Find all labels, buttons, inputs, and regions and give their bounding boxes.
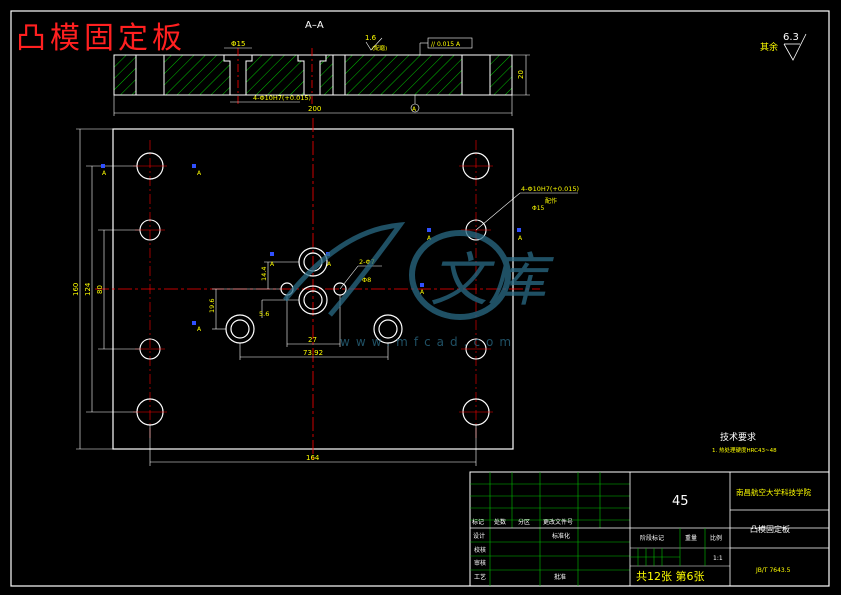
watermark-swoosh xyxy=(409,230,511,320)
left-dims xyxy=(76,128,140,450)
hole-note: 4-Φ10H7(+0.015) xyxy=(521,185,579,193)
label-check: 校核 xyxy=(474,546,486,554)
section-view: A–A 200 20 Φ15 4-Φ10H7(+0.015) 1.6 (配磨) xyxy=(113,20,530,116)
dim-width: 200 xyxy=(308,105,321,113)
title-block-frame xyxy=(469,471,830,587)
leader xyxy=(475,192,521,231)
hole-spec: 4-Φ10H7(+0.015) xyxy=(253,94,311,102)
drawing-border xyxy=(10,10,830,587)
tech-req-title: 技术要求 xyxy=(720,431,756,443)
svg-text:A: A xyxy=(427,235,432,242)
part-name: 凸模固定板 xyxy=(750,524,790,534)
tech-req-item: 1. 热处理硬度HRC43~48 xyxy=(712,446,777,454)
stage-grid xyxy=(630,528,706,566)
sheet-count: 共12张 第6张 xyxy=(636,569,705,583)
inner-dims xyxy=(212,261,389,360)
hole-note-match: 配作 xyxy=(545,197,557,205)
roughness-other-value: 6.3 xyxy=(783,32,799,43)
watermark-swoosh xyxy=(283,222,406,317)
section-label: A–A xyxy=(305,20,324,31)
roughness-other-label: 其余 xyxy=(760,41,778,53)
datum-letters: A A A A A A A A xyxy=(102,170,523,333)
label-approve: 批准 xyxy=(554,573,566,581)
school-name: 南昌航空大学科技学院 xyxy=(736,487,811,497)
dim-56: 5.6 xyxy=(259,310,269,318)
datum-label: A xyxy=(412,106,417,113)
roughness-value: 1.6 xyxy=(365,34,377,42)
label-count: 处数 xyxy=(494,518,506,526)
svg-text:A: A xyxy=(270,261,275,268)
section-hole xyxy=(135,54,165,96)
title-block: 标记 处数 分区 更改文件号 设计 标准化 校核 审核 工艺 批准 45 阶段标… xyxy=(469,471,830,587)
stage-label: 阶段标记 xyxy=(640,534,664,542)
drawing-title: 凸模固定板 xyxy=(16,21,186,56)
dim-counterbore: Φ15 xyxy=(231,40,245,48)
svg-text:A: A xyxy=(197,170,202,177)
roughness-symbol xyxy=(365,37,383,51)
drawing-number: JB/T 7643.5 xyxy=(755,567,791,574)
weight-label: 重量 xyxy=(685,534,697,542)
material: 45 xyxy=(672,494,689,509)
svg-text:A: A xyxy=(327,261,332,268)
label-review: 审核 xyxy=(474,559,486,567)
tolerance-text: // 0.015 A xyxy=(431,41,461,48)
section-hole xyxy=(332,54,346,96)
pin-note-dia: Φ8 xyxy=(362,276,371,284)
watermark-url: www.mfcad.com xyxy=(340,335,517,349)
dim-plate-height: 160 xyxy=(72,283,80,296)
scale-label: 比例 xyxy=(710,534,722,542)
punch-hole-inner xyxy=(230,319,250,339)
section-hole xyxy=(461,54,491,96)
leader xyxy=(339,265,359,290)
tech-requirements: 技术要求 1. 热处理硬度HRC43~48 xyxy=(712,431,777,454)
label-mark: 标记 xyxy=(472,518,484,526)
roughness-other: 其余 6.3 xyxy=(760,32,807,61)
datum-circle xyxy=(410,103,420,113)
punch-hole-outer xyxy=(225,314,255,344)
bottom-dims xyxy=(149,425,477,466)
label-standard: 标准化 xyxy=(552,532,570,540)
label-zone: 分区 xyxy=(518,518,530,526)
watermark: 文库 www.mfcad.com xyxy=(283,222,554,349)
revision-grid xyxy=(470,472,630,586)
roughness-other-symbol xyxy=(783,33,807,61)
roughness-note: (配磨) xyxy=(372,44,387,52)
label-design: 设计 xyxy=(473,532,485,540)
dim-height: 20 xyxy=(517,70,525,79)
punch-hole-inner xyxy=(378,319,398,339)
svg-text:A: A xyxy=(197,326,202,333)
dim-plate-width: 164 xyxy=(306,454,320,462)
svg-text:A: A xyxy=(102,170,107,177)
svg-text:A: A xyxy=(420,289,425,296)
dim-screw-pitch: 124 xyxy=(84,282,92,296)
dim-144: 14.4 xyxy=(260,267,268,281)
label-process: 工艺 xyxy=(474,573,486,581)
dim-pin-pitch: 80 xyxy=(96,285,104,294)
watermark-brand: 文库 xyxy=(430,246,554,314)
punch-hole-inner xyxy=(303,290,323,310)
hole-note-dia: Φ15 xyxy=(532,205,545,212)
scale-value: 1:1 xyxy=(713,555,723,562)
dim-punch-spacing: 73.92 xyxy=(303,349,323,357)
pin-note: 2-Φ7 xyxy=(359,258,375,266)
svg-text:A: A xyxy=(518,235,523,242)
dim-196: 19.6 xyxy=(208,299,216,313)
label-change: 更改文件号 xyxy=(543,518,573,526)
dim-pin-spacing: 27 xyxy=(308,336,317,344)
punch-holes xyxy=(225,247,403,344)
plan-view: 160 124 80 164 27 73.92 19.6 xyxy=(72,118,579,466)
